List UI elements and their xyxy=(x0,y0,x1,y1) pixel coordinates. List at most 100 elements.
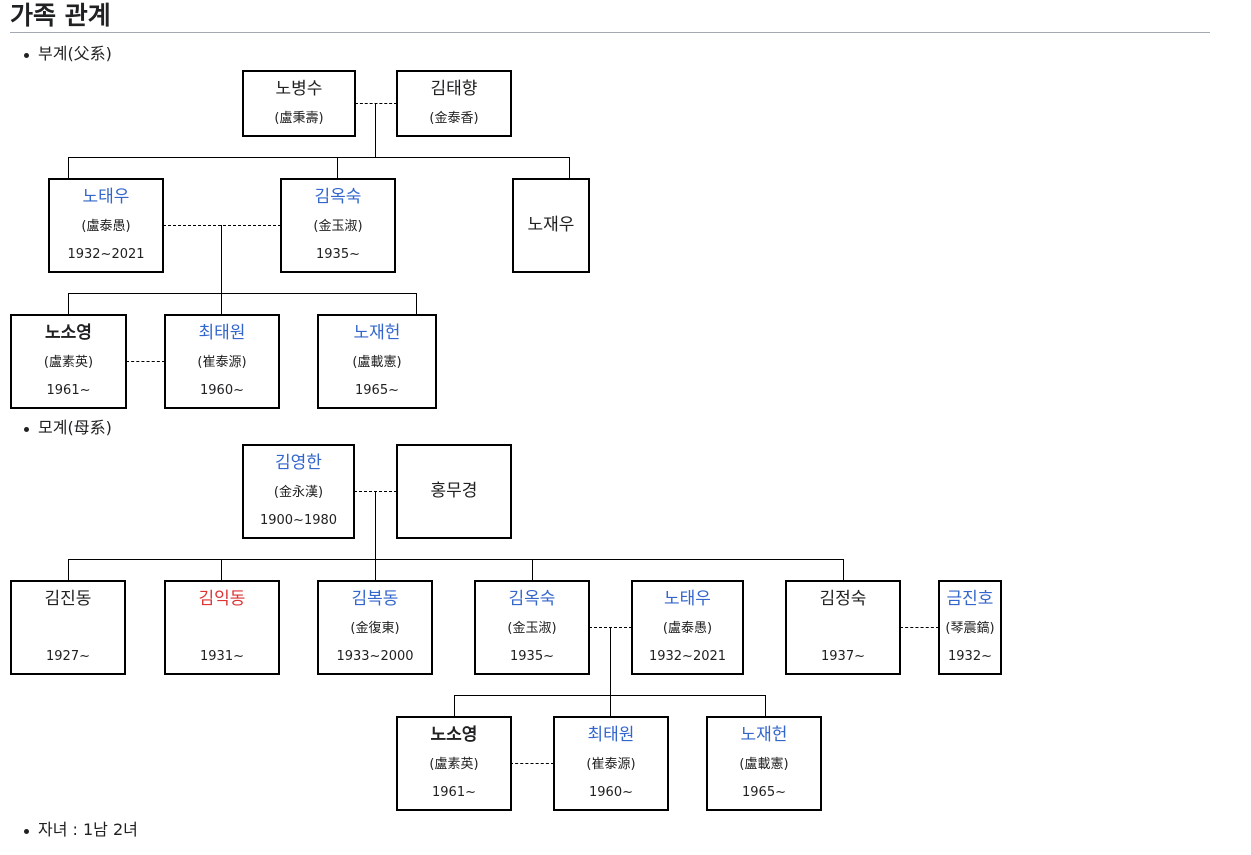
person-box: 김정숙 1937~ xyxy=(785,580,901,675)
person-name: 김진동 xyxy=(44,589,92,609)
descent-line xyxy=(454,695,455,716)
descent-line xyxy=(221,293,222,314)
person-hanja: (金玉淑) xyxy=(507,621,557,636)
person-hanja: (琴震鎬) xyxy=(945,621,995,636)
descent-line xyxy=(765,695,766,716)
section-heading: 가족 관계 xyxy=(10,1,111,30)
descent-line xyxy=(68,293,69,314)
person-years: 1927~ xyxy=(46,649,90,664)
person-box: 노소영 (盧素英) 1961~ xyxy=(10,314,127,409)
descent-line xyxy=(68,559,69,580)
person-name-redlink[interactable]: 김익동 xyxy=(198,589,246,609)
person-box: 김옥숙 (金玉淑) 1935~ xyxy=(474,580,590,675)
person-box: 최태원 (崔泰源) 1960~ xyxy=(553,716,669,811)
person-name: 홍무경 xyxy=(430,481,478,501)
person-box: 노소영 (盧素英) 1961~ xyxy=(396,716,512,811)
person-box: 금진호 (琴震鎬) 1932~ xyxy=(938,580,1002,675)
person-name-link[interactable]: 노재헌 xyxy=(353,323,401,343)
person-hanja: (盧秉壽) xyxy=(274,111,324,126)
person-hanja: (盧素英) xyxy=(43,355,94,370)
descent-line xyxy=(375,491,376,559)
person-name-link[interactable]: 최태원 xyxy=(198,323,246,343)
heading-divider xyxy=(10,32,1210,33)
person-years: 1960~ xyxy=(589,785,633,800)
person-hanja: (盧素英) xyxy=(429,757,479,772)
person-hanja: (盧泰愚) xyxy=(81,219,131,234)
person-name: 노소영 xyxy=(45,323,92,343)
person-hanja: (盧載憲) xyxy=(739,757,789,772)
person-name: 김태향 xyxy=(430,79,478,99)
person-name-link[interactable]: 김영한 xyxy=(275,453,322,473)
marriage-line xyxy=(355,103,397,104)
person-hanja: (金泰香) xyxy=(429,111,479,126)
person-name-link[interactable]: 노재헌 xyxy=(740,725,788,745)
person-hanja: (金復東) xyxy=(350,621,400,636)
person-years: 1932~2021 xyxy=(648,649,727,664)
descent-line xyxy=(68,157,69,178)
marriage-line xyxy=(900,627,939,628)
person-box: 노재헌 (盧載憲) 1965~ xyxy=(317,314,437,409)
person-box: 노태우 (盧泰愚) 1932~2021 xyxy=(48,178,164,273)
person-name: 노재우 xyxy=(527,215,575,235)
person-years: 1933~2000 xyxy=(336,649,414,664)
person-box: 노태우 (盧泰愚) 1932~2021 xyxy=(631,580,744,675)
person-box: 노재우 xyxy=(512,178,590,273)
descent-line xyxy=(221,225,222,293)
person-hanja: (盧泰愚) xyxy=(662,621,713,636)
person-box: 최태원 (崔泰源) 1960~ xyxy=(164,314,280,409)
marriage-line xyxy=(510,763,554,764)
sibling-line xyxy=(68,157,569,158)
person-years: 1961~ xyxy=(46,383,91,398)
person-box: 홍무경 xyxy=(396,444,512,539)
person-years: 1931~ xyxy=(200,649,244,664)
maternal-label: 모계(母系) xyxy=(24,418,112,437)
person-hanja: (盧載憲) xyxy=(352,355,402,370)
person-name: 노병수 xyxy=(275,79,323,99)
person-years: 1932~2021 xyxy=(67,247,145,262)
descent-line xyxy=(375,103,376,157)
person-name: 김정숙 xyxy=(819,589,867,609)
person-years: 1960~ xyxy=(200,383,244,398)
children-label: 자녀 : 1남 2녀 xyxy=(24,820,138,839)
sibling-line xyxy=(454,695,765,696)
descent-line xyxy=(532,559,533,580)
descent-line xyxy=(610,695,611,716)
person-name-link[interactable]: 금진호 xyxy=(946,589,994,609)
person-hanja: (崔泰源) xyxy=(197,355,247,370)
person-years: 1935~ xyxy=(510,649,554,664)
sibling-line xyxy=(68,559,843,560)
person-box: 김옥숙 (金玉淑) 1935~ xyxy=(280,178,396,273)
person-name-link[interactable]: 노태우 xyxy=(82,187,130,207)
person-name-link[interactable]: 노태우 xyxy=(664,589,711,609)
paternal-label: 부계(父系) xyxy=(24,44,112,63)
person-name-link[interactable]: 김복동 xyxy=(351,589,399,609)
descent-line xyxy=(375,559,376,580)
person-name-link[interactable]: 김옥숙 xyxy=(508,589,556,609)
descent-line xyxy=(221,559,222,580)
sibling-line xyxy=(68,293,416,294)
descent-line xyxy=(843,559,844,580)
person-years: 1965~ xyxy=(742,785,786,800)
person-name: 노소영 xyxy=(430,725,478,745)
marriage-line xyxy=(126,361,165,362)
person-box: 김익동 1931~ xyxy=(164,580,280,675)
person-years: 1965~ xyxy=(355,383,399,398)
person-box: 김영한 (金永漢) 1900~1980 xyxy=(242,444,355,539)
person-hanja: (金玉淑) xyxy=(313,219,363,234)
person-box: 노병수 (盧秉壽) xyxy=(242,70,356,137)
person-box: 노재헌 (盧載憲) 1965~ xyxy=(706,716,822,811)
marriage-line xyxy=(163,225,281,226)
descent-line xyxy=(610,627,611,695)
person-box: 김복동 (金復東) 1933~2000 xyxy=(317,580,433,675)
person-name-link[interactable]: 김옥숙 xyxy=(314,187,362,207)
person-years: 1932~ xyxy=(948,649,992,664)
person-years: 1937~ xyxy=(821,649,865,664)
person-years: 1900~1980 xyxy=(259,513,338,528)
person-hanja: (崔泰源) xyxy=(586,757,636,772)
person-years: 1961~ xyxy=(432,785,476,800)
person-name-link[interactable]: 최태원 xyxy=(587,725,635,745)
descent-line xyxy=(416,293,417,314)
person-hanja: (金永漢) xyxy=(273,485,324,500)
person-box: 김태향 (金泰香) xyxy=(396,70,512,137)
descent-line xyxy=(569,157,570,178)
